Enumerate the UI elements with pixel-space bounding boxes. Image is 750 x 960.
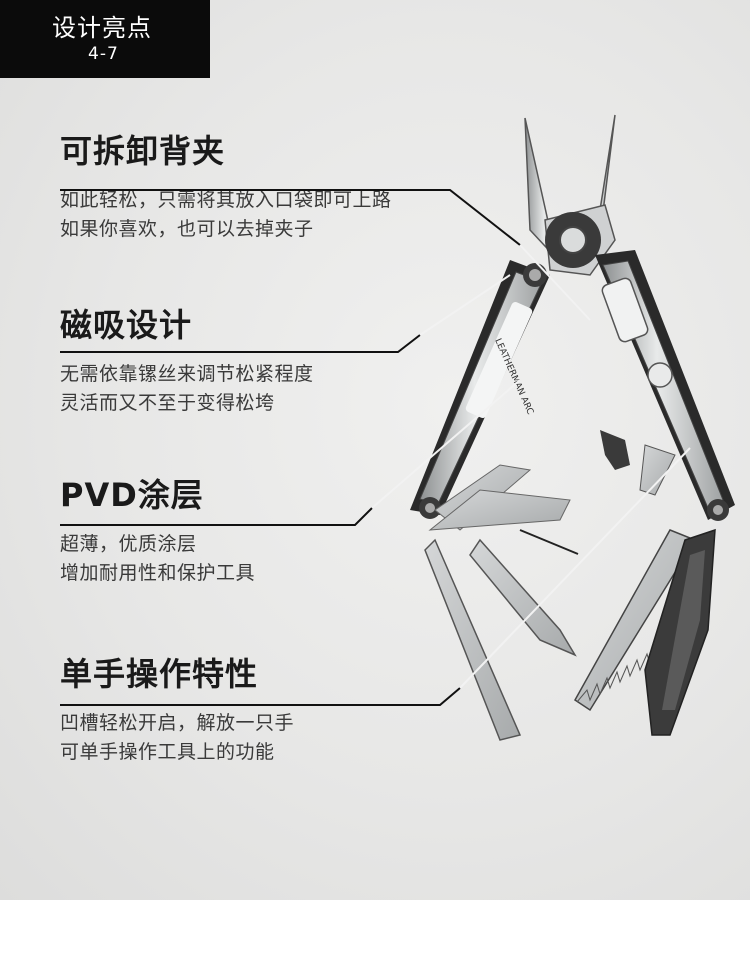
badge-title: 设计亮点 (52, 14, 152, 42)
feature-desc-line: 凹槽轻松开启，解放一只手 (60, 712, 295, 734)
feature-title: 磁吸设计 (60, 306, 193, 344)
feature-desc-line: 无需依靠镙丝来调节松紧程度 (60, 363, 314, 385)
product-detail-panel: 设计亮点 4-7 可拆卸背夹 如此轻松，只需将其放入口袋即可上路 如果你喜欢，也… (0, 0, 750, 900)
feature-pvd-coating: PVD涂层 超薄，优质涂层 增加耐用性和保护工具 (60, 475, 255, 588)
feature-magnetic-design: 磁吸设计 无需依靠镙丝来调节松紧程度 灵活而又不至于变得松垮 (60, 305, 314, 418)
feature-desc-line: 如此轻松，只需将其放入口袋即可上路 (60, 189, 392, 211)
feature-title: PVD涂层 (60, 476, 204, 514)
feature-desc-line: 超薄，优质涂层 (60, 533, 197, 555)
feature-detachable-clip: 可拆卸背夹 如此轻松，只需将其放入口袋即可上路 如果你喜欢，也可以去掉夹子 (60, 131, 392, 244)
multitool-photo: LEATHERMAN ARC (410, 114, 735, 741)
feature-title: 单手操作特性 (60, 655, 259, 693)
feature-desc-line: 灵活而又不至于变得松垮 (60, 392, 275, 414)
badge-subtitle: 4-7 (88, 44, 119, 64)
feature-title: 可拆卸背夹 (60, 132, 226, 170)
feature-desc-line: 如果你喜欢，也可以去掉夹子 (60, 218, 314, 240)
feature-desc-line: 可单手操作工具上的功能 (60, 741, 275, 763)
feature-desc-line: 增加耐用性和保护工具 (60, 562, 256, 584)
feature-one-hand-operation: 单手操作特性 凹槽轻松开启，解放一只手 可单手操作工具上的功能 (60, 654, 294, 767)
highlight-badge: 设计亮点 4-7 (0, 0, 210, 78)
